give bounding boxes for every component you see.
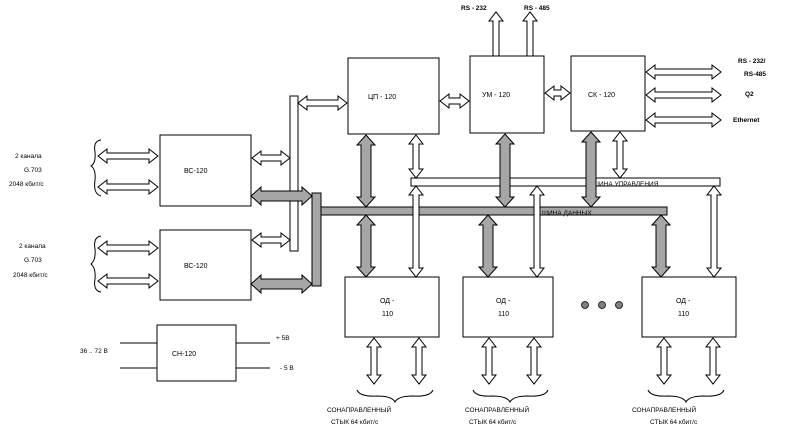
bc2-input-label-c: 2048 кбит/с [13,271,48,279]
ellipsis-dot-2 [598,301,606,309]
bc-block-2 [159,229,252,301]
cp-block [347,57,440,135]
rs485-top-label: RS - 485 [524,5,550,12]
rs232-485-label-b: RS-485 [744,71,766,78]
plus5-label: + 5В [276,335,290,342]
od-block-1 [344,276,440,338]
rs232-485-arrow [645,63,722,81]
cn-block [156,324,237,382]
um-label: УМ - 120 [482,92,510,99]
rs232-top-label: RS - 232 [461,5,487,12]
bc1-input-label-a: 2 канала [15,153,42,160]
bc1-input-arrow-1 [97,147,159,165]
control-bus-label: ШИНА УПРАВЛЕНИЯ [593,181,659,188]
od3-control-arrow [705,185,723,278]
rs232-485-label-a: RS - 232/ [738,58,766,65]
vertical-link-bus [289,95,299,252]
data-bus-label: ШИНА ДАННЫХ [542,210,592,217]
sk-label: СК - 120 [588,92,615,99]
od-label-3a: ОД - [676,298,691,305]
od-label-3b: 110 [678,311,689,318]
sk-control-arrow [611,131,629,179]
bc1-input-brace [90,139,102,197]
od1-output-label-b: СТЫК 64 кбит/с [331,418,379,426]
od1-data-arrow [355,214,377,278]
bc-block-1 [159,134,252,207]
cn-label: СН-120 [172,351,196,358]
data-bus [320,206,668,216]
bc-label-1: ВС-120 [184,168,208,175]
bc2-input-label-a: 2 канала [19,243,46,250]
od3-data-arrow [650,214,672,278]
q2-arrow [645,86,722,104]
od-label-2b: 110 [498,311,509,318]
um-block [469,55,545,134]
rs485-top-arrow [521,11,539,57]
power-input-label: 36 .. 72 В [80,348,108,355]
od2-output-arrow-2 [525,337,543,385]
od-block-3 [641,276,737,338]
data-bus-trunk [311,192,322,287]
od-label-2a: ОД - [496,298,511,305]
od3-output-label-b: СТЫК 64 кбит/с [650,418,698,426]
bc2-link-arrow [251,231,291,249]
bc-label-2: ВС-120 [184,263,208,270]
od2-output-arrow-1 [480,337,498,385]
bc1-input-label-c: 2048 кбит/с [9,180,44,188]
bc2-input-arrow-2 [97,272,159,290]
od1-output-arrow-1 [365,337,383,385]
ellipsis-dot-3 [615,301,623,309]
od3-output-arrow-1 [655,337,673,385]
od3-output-label-a: СОНАПРАВЛЕННЫЙ [632,405,696,414]
bc2-input-label-b: G.703 [24,257,42,264]
cp-um-arrow [439,92,470,110]
od1-control-arrow [407,185,425,278]
control-bus [410,177,721,187]
od2-output-label-b: СТЫК 64 кбит/с [469,418,517,426]
sk-block [570,55,646,132]
od2-control-arrow [528,185,546,278]
ethernet-label: Ethernet [733,117,760,124]
bc2-input-arrow-1 [97,239,159,257]
od2-output-brace [472,389,549,404]
bc2-input-brace [90,235,102,293]
od1-output-arrow-2 [410,337,428,385]
od3-output-brace [647,389,725,404]
cp-label: ЦП - 120 [368,94,396,101]
cp-control-arrow [407,134,425,179]
bc1-link-arrow [251,149,291,167]
cp-data-arrow [355,134,377,208]
rs232-top-arrow [487,11,505,57]
cp-link-arrow [297,94,348,112]
od1-output-brace [356,389,434,404]
sk-data-arrow [580,131,602,208]
q2-label: Q2 [745,91,754,98]
um-sk-arrow [544,84,571,102]
minus5-label: - 5 В [280,365,294,372]
bc2-data-arrow [250,273,313,295]
od3-output-arrow-2 [704,337,722,385]
bc1-input-arrow-2 [97,178,159,196]
arrows-layer [97,11,723,385]
od1-output-label-a: СОНАПРАВЛЕННЫЙ [327,405,391,414]
bc1-data-arrow [250,185,313,207]
ethernet-arrow [645,111,722,129]
od2-output-label-a: СОНАПРАВЛЕННЫЙ [465,405,529,414]
bc1-input-label-b: G.703 [24,167,42,174]
od2-data-arrow [477,214,499,278]
um-data-arrow [494,133,516,208]
ellipsis-dot-1 [581,301,589,309]
od-label-1a: ОД - [380,298,395,305]
od-block-2 [462,276,554,338]
od-label-1b: 110 [382,311,393,318]
